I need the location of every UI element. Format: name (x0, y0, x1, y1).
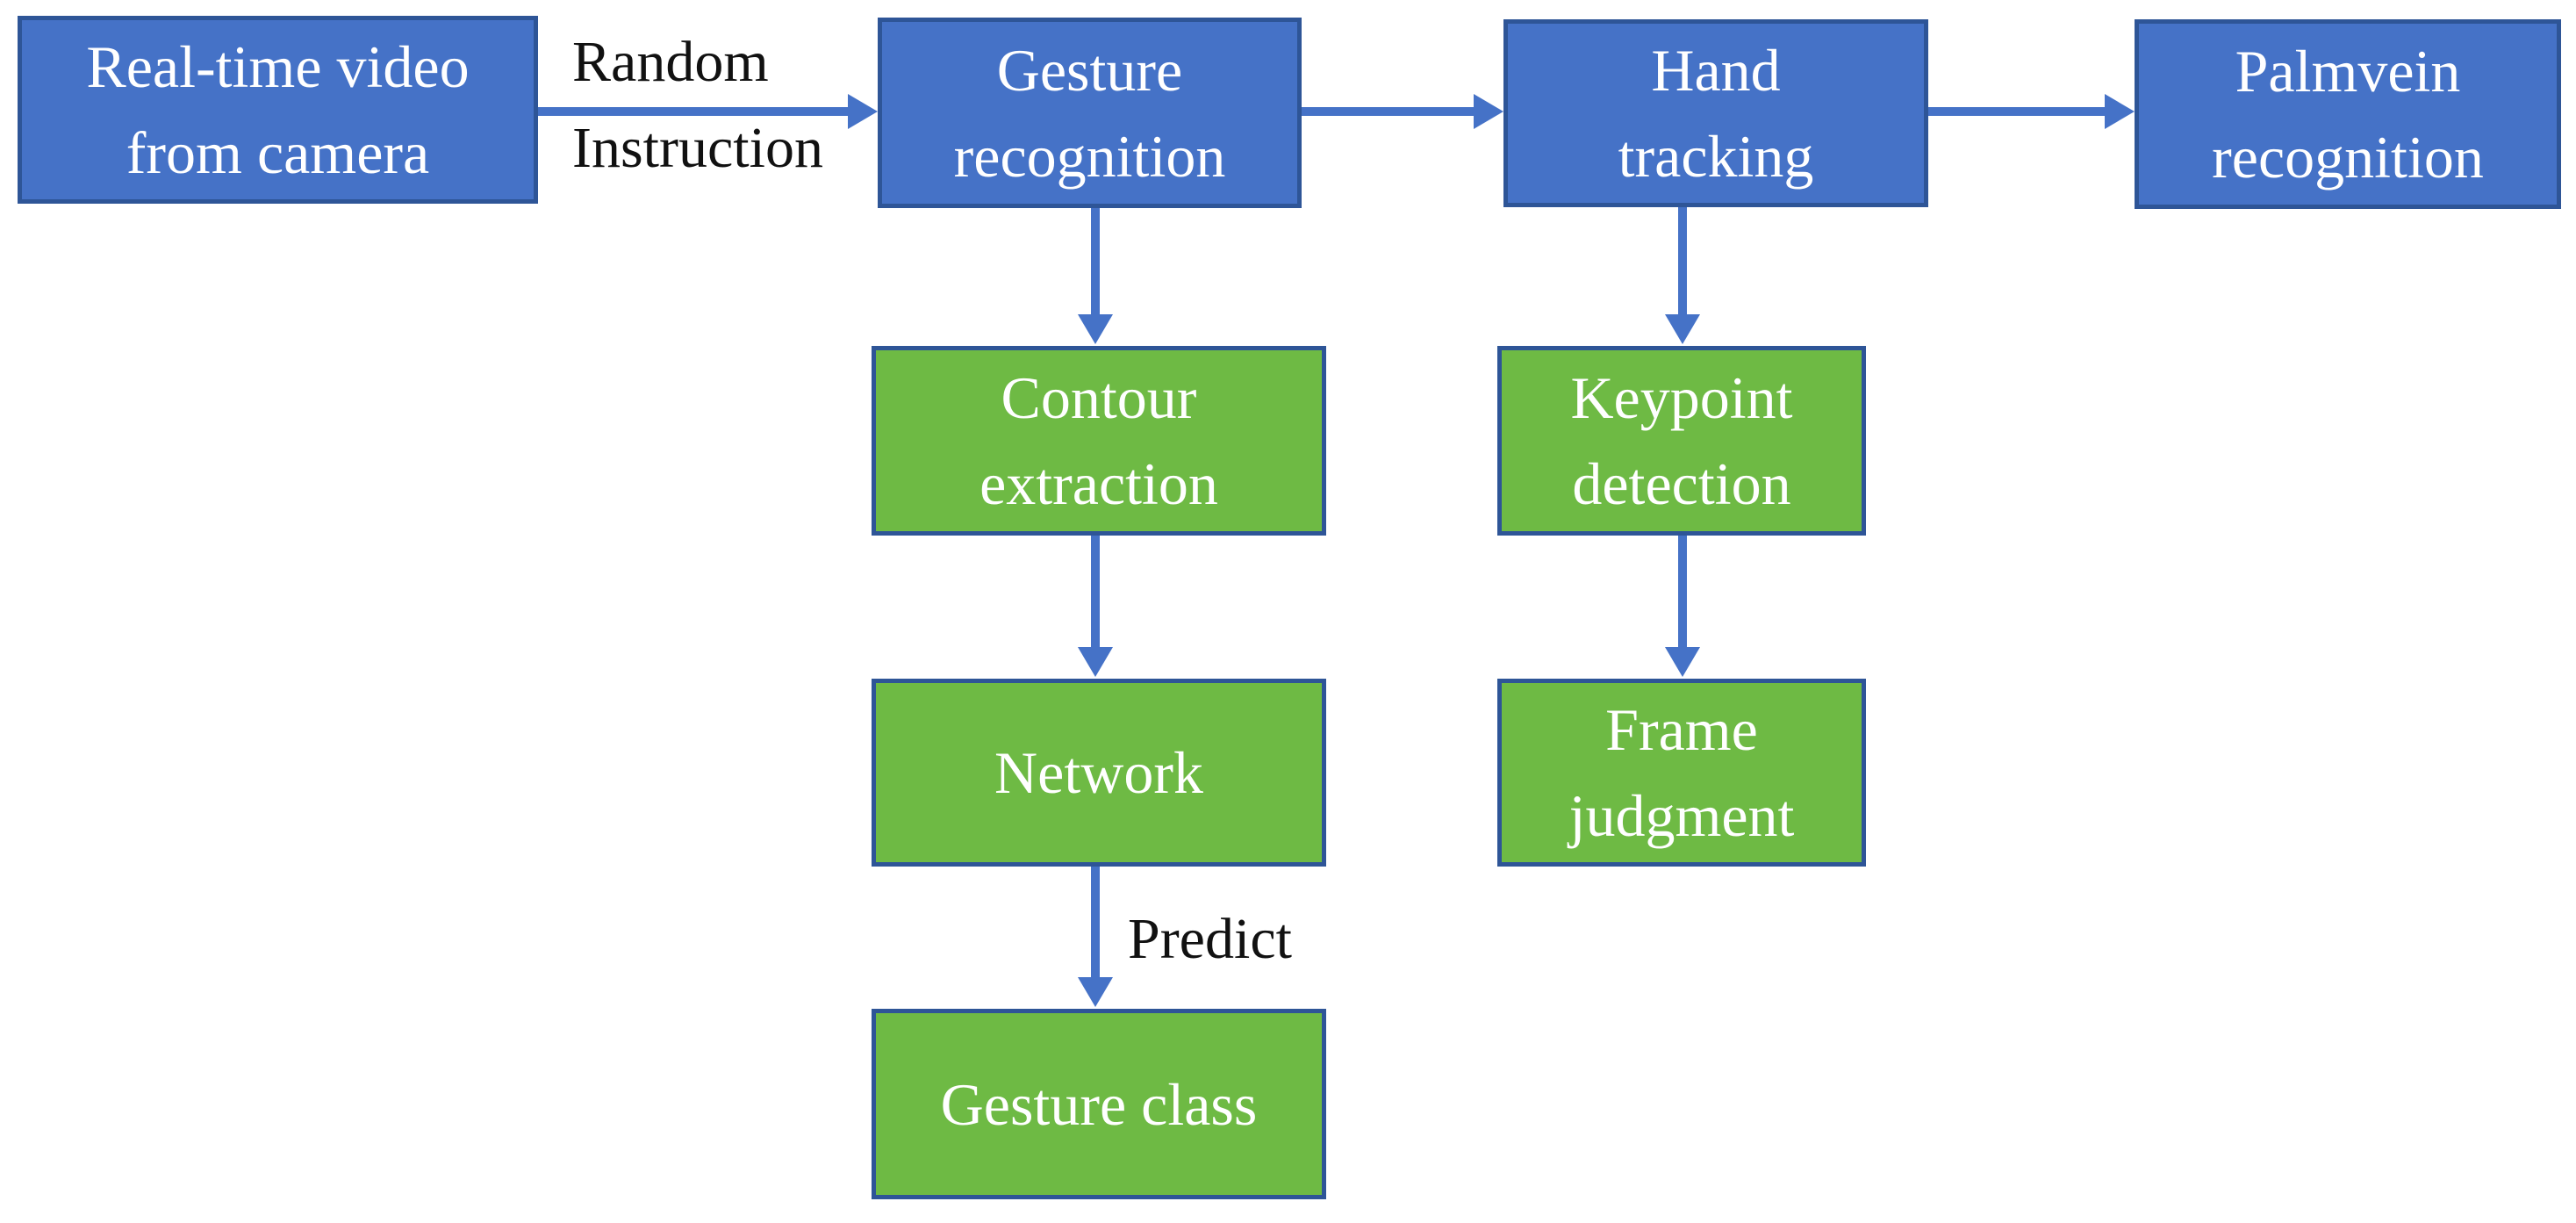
arrowhead-down-icon (1078, 314, 1113, 344)
arrow-keypoint-to-frame (1678, 536, 1687, 647)
arrow-gesture-to-contour (1091, 208, 1100, 314)
node-palmvein-recognition: Palmvein recognition (2135, 19, 2561, 209)
node-label-line: Network (994, 739, 1203, 806)
arrowhead-right-icon (848, 94, 878, 129)
node-label-line: Palmvein (2235, 38, 2461, 104)
node-gesture-recognition: Gesture recognition (878, 18, 1302, 208)
edge-label-predict: Predict (1128, 909, 1292, 970)
edge-label-line: Random (572, 30, 769, 94)
edge-label-random-instruction: Random Instruction (572, 32, 823, 179)
node-label-line: Hand (1651, 37, 1781, 104)
node-keypoint-detection: Keypoint detection (1497, 346, 1866, 536)
node-label-line: Contour (1001, 364, 1197, 431)
node-label-line: recognition (953, 122, 1226, 190)
arrowhead-down-icon (1665, 647, 1700, 677)
node-label-line: judgment (1568, 782, 1795, 849)
arrow-contour-to-network (1091, 536, 1100, 647)
node-label-line: Gesture (996, 36, 1183, 104)
arrowhead-right-icon (1474, 94, 1503, 129)
arrow-realtime-to-gesture (538, 107, 848, 116)
arrow-hand-to-keypoint (1678, 207, 1687, 314)
node-contour-extraction: Contour extraction (872, 346, 1326, 536)
arrowhead-right-icon (2105, 94, 2135, 129)
node-label-line: Frame (1605, 696, 1758, 763)
arrowhead-down-icon (1078, 977, 1113, 1007)
node-frame-judgment: Frame judgment (1497, 679, 1866, 867)
arrowhead-down-icon (1078, 647, 1113, 677)
node-label-line: extraction (979, 450, 1218, 517)
node-label-line: tracking (1618, 123, 1814, 190)
node-hand-tracking: Hand tracking (1503, 19, 1928, 207)
node-label-line: Gesture class (940, 1070, 1258, 1138)
edge-label-line: Instruction (572, 116, 823, 180)
arrow-network-to-gesture-class (1091, 867, 1100, 977)
node-label-line: Keypoint (1570, 364, 1793, 431)
node-label-line: detection (1572, 450, 1791, 517)
edge-label-line: Predict (1128, 907, 1292, 971)
node-gesture-class: Gesture class (872, 1009, 1326, 1199)
node-label-line: from camera (126, 119, 430, 186)
arrow-hand-to-palmvein (1928, 107, 2105, 116)
node-label-line: Real-time video (86, 33, 470, 100)
arrow-gesture-to-hand (1302, 107, 1474, 116)
node-realtime-video: Real-time video from camera (18, 16, 538, 204)
arrowhead-down-icon (1665, 314, 1700, 344)
node-network: Network (872, 679, 1326, 867)
node-label-line: recognition (2212, 124, 2484, 191)
